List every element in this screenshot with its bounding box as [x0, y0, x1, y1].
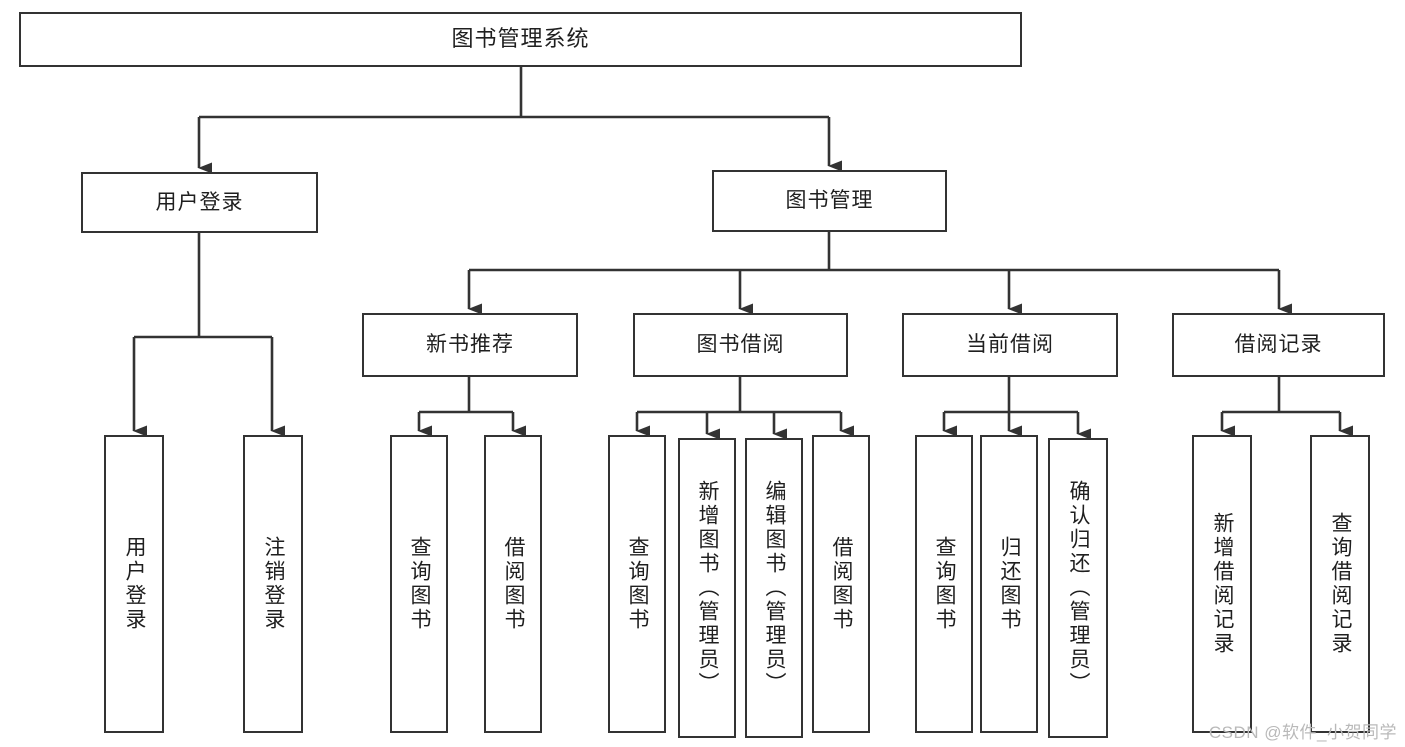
node-leaf-query-record[interactable]: 查询借阅记录 — [1310, 435, 1370, 733]
node-current-borrow-label: 当前借阅 — [966, 333, 1054, 357]
node-borrow-record-label: 借阅记录 — [1234, 333, 1323, 357]
node-new-book-recommend-label: 新书推荐 — [426, 333, 514, 357]
node-current-borrow[interactable]: 当前借阅 — [902, 313, 1118, 377]
node-leaf-logout-label: 注销登录 — [262, 536, 285, 632]
node-book-borrow[interactable]: 图书借阅 — [633, 313, 848, 377]
node-user-login-label: 用户登录 — [155, 190, 244, 214]
node-leaf-user-login-label: 用户登录 — [123, 536, 146, 632]
node-root[interactable]: 图书管理系统 — [19, 12, 1022, 67]
node-leaf-query-record-label: 查询借阅记录 — [1329, 512, 1352, 656]
node-leaf-confirm-return-label: 确认归还（管理员） — [1067, 480, 1090, 696]
node-leaf-add-record[interactable]: 新增借阅记录 — [1192, 435, 1252, 733]
node-leaf-borrow-book-1-label: 借阅图书 — [502, 536, 525, 632]
node-leaf-query-book-3-label: 查询图书 — [933, 536, 956, 632]
node-leaf-user-login[interactable]: 用户登录 — [104, 435, 164, 733]
node-leaf-add-book-label: 新增图书（管理员） — [696, 480, 719, 696]
node-leaf-query-book-2[interactable]: 查询图书 — [608, 435, 666, 733]
node-leaf-return-book-label: 归还图书 — [998, 536, 1021, 632]
node-leaf-add-book[interactable]: 新增图书（管理员） — [678, 438, 736, 738]
node-leaf-query-book-1[interactable]: 查询图书 — [390, 435, 448, 733]
node-user-login[interactable]: 用户登录 — [81, 172, 318, 233]
node-leaf-confirm-return[interactable]: 确认归还（管理员） — [1048, 438, 1108, 738]
node-leaf-edit-book-label: 编辑图书（管理员） — [763, 480, 786, 696]
node-leaf-edit-book[interactable]: 编辑图书（管理员） — [745, 438, 803, 738]
node-leaf-borrow-book-2-label: 借阅图书 — [830, 536, 853, 632]
node-root-label: 图书管理系统 — [451, 26, 590, 52]
node-leaf-logout[interactable]: 注销登录 — [243, 435, 303, 733]
node-leaf-borrow-book-1[interactable]: 借阅图书 — [484, 435, 542, 733]
node-leaf-query-book-2-label: 查询图书 — [626, 536, 649, 632]
node-leaf-return-book[interactable]: 归还图书 — [980, 435, 1038, 733]
node-leaf-query-book-3[interactable]: 查询图书 — [915, 435, 973, 733]
node-book-management[interactable]: 图书管理 — [712, 170, 947, 232]
node-leaf-add-record-label: 新增借阅记录 — [1211, 512, 1234, 656]
node-borrow-record[interactable]: 借阅记录 — [1172, 313, 1385, 377]
node-leaf-query-book-1-label: 查询图书 — [408, 536, 431, 632]
node-book-borrow-label: 图书借阅 — [696, 333, 785, 357]
node-new-book-recommend[interactable]: 新书推荐 — [362, 313, 578, 377]
csdn-watermark: CSDN @软件_小贺同学 — [1208, 723, 1397, 742]
node-book-management-label: 图书管理 — [785, 189, 874, 213]
node-leaf-borrow-book-2[interactable]: 借阅图书 — [812, 435, 870, 733]
